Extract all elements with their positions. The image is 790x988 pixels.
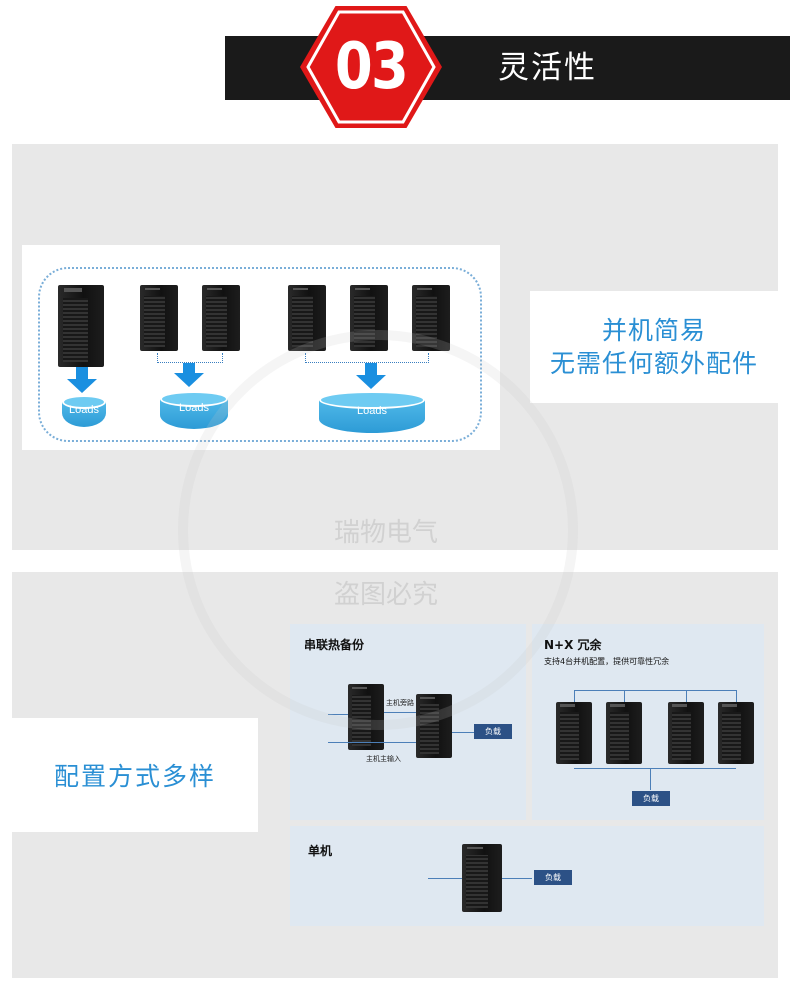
watermark-brand: 瑞物电气 <box>334 518 439 548</box>
ups-cabinet <box>348 684 384 750</box>
callout-line-1: 并机简易 <box>601 316 706 345</box>
loads-label: Loads <box>179 402 209 414</box>
ups-cabinet <box>718 702 754 764</box>
down-arrow-icon <box>174 363 204 387</box>
ups-cabinet <box>462 844 502 912</box>
parallel-link <box>305 353 429 363</box>
parallel-diagram: Loads Loads Loads <box>22 245 500 450</box>
config-callout-text: 配置方式多样 <box>53 762 216 791</box>
ups-cabinet <box>140 285 178 351</box>
loads-cylinder: Loads <box>62 395 106 427</box>
loads-cylinder: Loads <box>160 391 228 429</box>
ups-cabinet <box>416 694 452 758</box>
config-callout: 配置方式多样 <box>12 718 258 832</box>
callout-line-2: 无需任何额外配件 <box>549 349 758 378</box>
ups-cabinet <box>412 285 450 351</box>
dotted-frame <box>38 267 482 442</box>
section-title: 灵活性 <box>498 50 597 86</box>
ups-cabinet <box>58 285 104 367</box>
loads-label: Loads <box>69 404 99 416</box>
nx-title: N+X 冗余 <box>544 638 602 652</box>
ups-cabinet <box>202 285 240 351</box>
ups-cabinet <box>288 285 326 351</box>
down-arrow-icon <box>67 367 97 393</box>
ups-cabinet <box>556 702 592 764</box>
ups-cabinet <box>668 702 704 764</box>
single-title: 单机 <box>308 844 333 858</box>
parallel-link <box>157 353 223 363</box>
ups-cabinet <box>606 702 642 764</box>
down-arrow-icon <box>356 363 386 389</box>
badge-outline <box>306 10 436 124</box>
nx-redundancy-card: N+X 冗余 支持4台并机配置，提供可靠性冗余 负载 <box>532 624 764 820</box>
nx-subtitle: 支持4台并机配置，提供可靠性冗余 <box>544 657 670 666</box>
main-input-label: 主机主输入 <box>366 755 401 763</box>
single-unit-card: 单机 负载 <box>290 826 764 926</box>
serial-backup-card: 串联热备份 主机旁路 主机主输入 负载 <box>290 624 526 820</box>
load-box: 负载 <box>534 870 572 885</box>
bypass-label: 主机旁路 <box>386 699 414 707</box>
ups-cabinet <box>350 285 388 351</box>
loads-label: Loads <box>357 405 387 417</box>
serial-title: 串联热备份 <box>304 638 365 652</box>
watermark-sub: 盗图必究 <box>334 580 439 610</box>
parallel-callout: 并机简易 无需任何额外配件 <box>530 291 778 403</box>
section-number: 03 <box>334 30 409 104</box>
load-box: 负载 <box>474 724 512 739</box>
loads-cylinder: Loads <box>319 391 425 433</box>
load-box: 负载 <box>632 791 670 806</box>
